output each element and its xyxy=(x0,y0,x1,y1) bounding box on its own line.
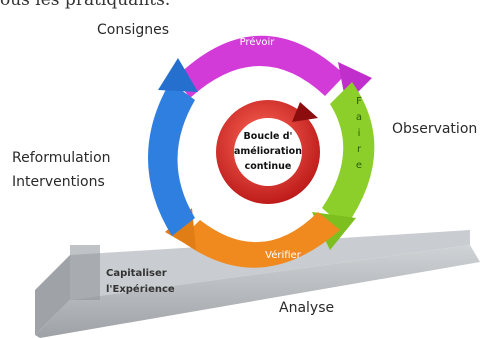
base-label-line2: l'Expérience xyxy=(106,283,175,295)
label-interventions: Interventions xyxy=(12,174,105,190)
label-consignes: Consignes xyxy=(97,22,170,38)
label-observation: Observation xyxy=(392,121,478,137)
arrowhead-reagir xyxy=(158,58,198,92)
label-reformulation: Reformulation xyxy=(12,150,111,166)
reagir-letter: r xyxy=(188,197,193,208)
reagir-letter: é xyxy=(187,136,193,148)
faire-letter: a xyxy=(356,112,362,123)
reagir-letter: i xyxy=(189,182,192,193)
center-line3: continue xyxy=(245,161,292,172)
label-verifier: Vérifier xyxy=(265,249,302,261)
reagir-letter: R xyxy=(187,122,194,133)
center-line1: Boucle d' xyxy=(244,131,293,142)
faire-letter: i xyxy=(358,128,361,139)
faire-letter: r xyxy=(357,144,362,155)
header-fragment: ous les pratiquants. xyxy=(0,0,171,10)
base-label-line1: Capitaliser xyxy=(106,268,167,279)
reagir-letter: a xyxy=(187,152,193,163)
faire-letter: F xyxy=(356,96,362,107)
label-analyse: Analyse xyxy=(279,300,335,316)
center-line2: amélioration xyxy=(234,146,302,157)
inner-loop xyxy=(216,100,320,204)
faire-letter: e xyxy=(356,160,362,171)
outer-cycle xyxy=(147,35,375,268)
label-prevoir: Prévoir xyxy=(240,36,276,48)
arc-verifier xyxy=(180,212,340,268)
arc-reagir xyxy=(147,82,195,236)
arc-prevoir xyxy=(175,35,345,98)
arc-faire xyxy=(322,82,375,228)
reagir-letter: g xyxy=(187,167,193,178)
